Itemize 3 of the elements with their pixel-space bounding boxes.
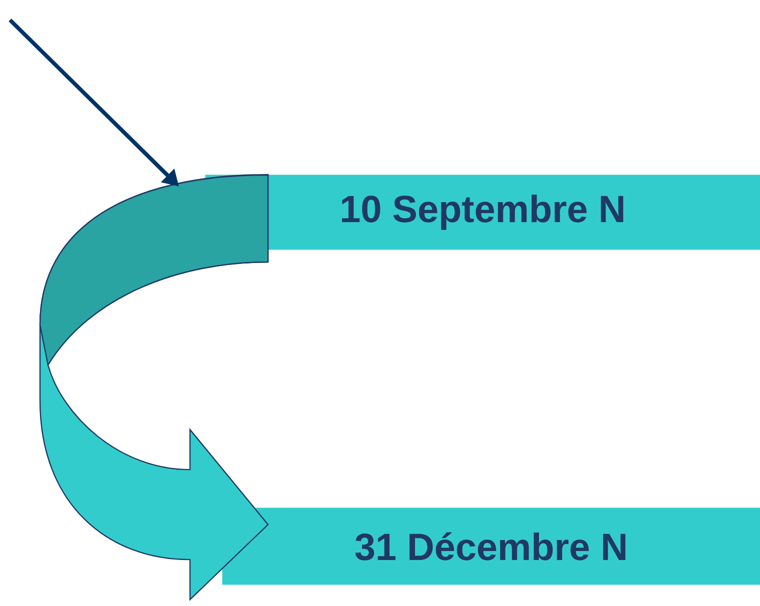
node-label: 31 Décembre N [355,532,626,560]
curved-arrow [39,174,269,600]
date-band: 31 Décembre N [222,508,760,585]
